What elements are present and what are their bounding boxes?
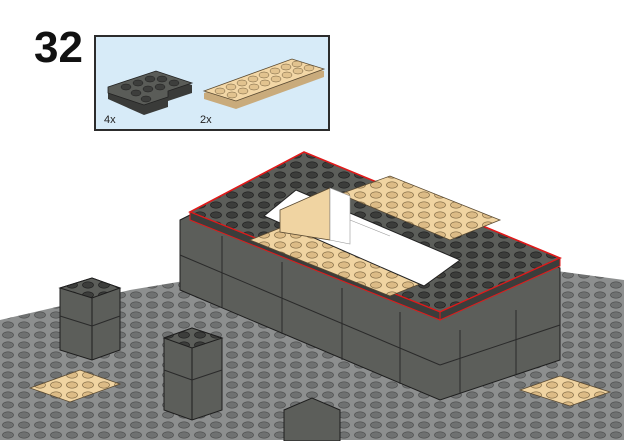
front-tower <box>164 328 222 420</box>
tan-plate-quantity: 2x <box>200 114 212 126</box>
parts-illustration <box>96 37 332 133</box>
corner-plate-icon <box>108 71 192 115</box>
step-number: 32 <box>34 26 83 70</box>
tan-plate-icon <box>204 59 324 109</box>
parts-list-callout: 4x 2x <box>94 35 330 131</box>
left-tower <box>60 278 120 360</box>
corner-plate-quantity: 4x <box>104 114 116 126</box>
model-illustration <box>0 140 624 441</box>
